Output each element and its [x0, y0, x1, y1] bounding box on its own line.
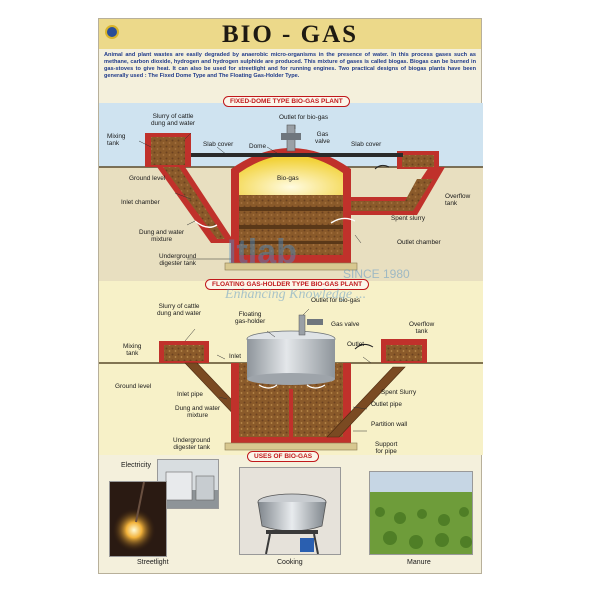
leader-lines — [138, 125, 362, 260]
label-floating-holder: Floating gas-holder — [235, 311, 266, 326]
overflow-tank-shape — [381, 339, 427, 363]
label-outlet-biogas: Outlet for bio-gas — [311, 297, 361, 304]
photo-streetlight — [109, 481, 167, 557]
label-slurry: Slurry of cattle dung and water — [151, 113, 196, 128]
label-outlet-pipe: Outlet pipe — [371, 401, 402, 408]
label-ground-level: Ground level — [115, 383, 152, 390]
title-band — [99, 19, 481, 49]
label-dung-water-mixture: Dung and water mixture — [139, 229, 185, 244]
flow-arrow-icon — [354, 343, 374, 350]
flow-arrow-icon — [258, 384, 278, 389]
label-partition-wall: Partition wall — [371, 421, 408, 428]
gas-outlet-pipe — [298, 314, 306, 336]
overflow-tank-shape — [397, 151, 439, 169]
label-outlet-biogas: Outlet for bio-gas — [279, 114, 329, 121]
label-biogas: Bio-gas — [277, 175, 299, 182]
flow-arrow-icon — [330, 217, 356, 224]
page-title: BIO - GAS — [221, 21, 359, 48]
flow-arrow-icon — [194, 220, 218, 228]
label-dome: Dome — [249, 143, 267, 150]
digester-tank — [231, 148, 351, 263]
digester-base — [224, 442, 358, 451]
label-support-pipe: Support for pipe — [375, 441, 398, 456]
label-gas-valve: Gas valve — [331, 321, 360, 328]
label-gas-valve: Gas valve — [315, 131, 330, 146]
fixed-dome-title: FIXED-DOME TYPE BIO-GAS PLANT — [223, 96, 350, 107]
partition-wall-shape — [289, 389, 293, 437]
floating-gas-holder-shape — [246, 330, 336, 385]
gas-valve-icon — [307, 319, 323, 325]
label-spent-slurry: Spent Slurry — [381, 389, 417, 396]
uses-title: USES OF BIO-GAS — [247, 451, 320, 462]
gas-valve-icon — [281, 133, 301, 140]
photo-cooking — [239, 467, 341, 555]
poster: BIO - GAS Animal and plant wastes are ea… — [98, 18, 483, 574]
mixing-tank-shape — [159, 341, 209, 363]
label-slab-cover-right: Slab cover — [351, 141, 382, 148]
publisher-logo-icon — [105, 25, 119, 39]
label-inlet-pipe: Inlet pipe — [177, 391, 203, 398]
digester-base — [224, 262, 358, 271]
label-inlet: Inlet — [229, 353, 242, 360]
flow-arrow-icon — [306, 384, 326, 389]
fixed-dome-diagram: FIXED-DOME TYPE BIO-GAS PLANT Slurry of … — [99, 96, 483, 283]
watermark-since: SINCE 1980 — [343, 267, 410, 281]
fixed-dome-drawing — [99, 103, 483, 283]
watermark-tagline: Enhancing Knowledge ... — [225, 287, 367, 302]
label-ground-level: Ground level — [129, 175, 166, 182]
watermark-brand: Itlab — [227, 233, 297, 271]
label-manure: Manure — [407, 559, 431, 566]
floating-holder-drawing — [99, 281, 483, 455]
label-mixing-tank: Mixing tank — [107, 133, 126, 148]
label-outlet-chamber: Outlet chamber — [397, 239, 441, 246]
photo-manure — [369, 471, 473, 555]
flow-arrow-icon — [374, 164, 390, 170]
outlet-chamber-slurry — [351, 179, 433, 211]
photo-electricity — [157, 459, 219, 509]
leader-lines — [184, 308, 372, 432]
label-dung-water-mixture: Dung and water mixture — [175, 405, 221, 420]
label-outlet: Outlet — [347, 341, 365, 348]
slab-cover — [191, 153, 403, 157]
label-mixing-tank: Mixing tank — [123, 343, 142, 358]
label-inlet-chamber: Inlet chamber — [121, 199, 160, 206]
label-slab-cover-left: Slab cover — [203, 141, 234, 148]
inlet-chamber-slurry — [163, 167, 225, 239]
floating-holder-title: FLOATING GAS-HOLDER TYPE BIO-GAS PLANT — [205, 279, 370, 290]
label-spent-slurry: Spent slurry — [391, 215, 426, 222]
label-overflow-tank: Overflow tank — [445, 193, 471, 208]
mixing-tank-shape — [145, 133, 191, 167]
label-underground-tank: Underground digester tank — [173, 437, 211, 452]
floating-holder-diagram: FLOATING GAS-HOLDER TYPE BIO-GAS PLANT S… — [99, 279, 483, 456]
label-streetlight: Streetlight — [137, 559, 169, 566]
label-electricity: Electricity — [121, 462, 151, 469]
label-slurry: Slurry of cattle dung and water — [157, 303, 202, 318]
label-overflow-tank: Overflow tank — [409, 321, 435, 336]
label-underground-tank: Underground digester tank — [159, 253, 197, 268]
intro-paragraph: Animal and plant wastes are easily degra… — [104, 52, 476, 80]
label-cooking: Cooking — [277, 559, 303, 566]
biogas-fill — [239, 155, 343, 195]
outlet-pipe-shape — [326, 366, 406, 438]
